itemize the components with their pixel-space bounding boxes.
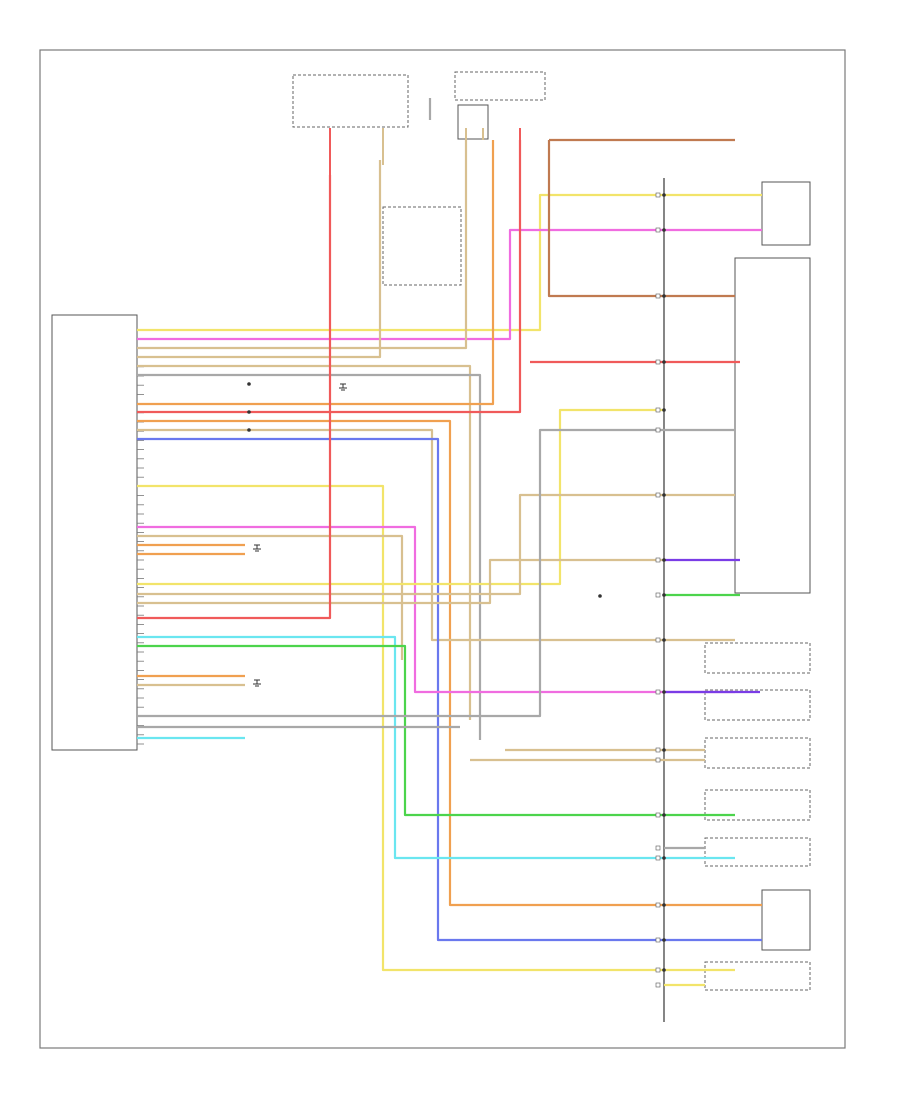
connector-pin-4: [655, 407, 661, 413]
shift-solenoid-c: [704, 737, 811, 769]
splice-10: [662, 593, 666, 597]
wire-1: [137, 228, 762, 341]
wire-4: [137, 364, 472, 720]
connector-pin-14: [655, 845, 661, 851]
ground-symbol-0: [339, 383, 347, 391]
wire-6: [137, 140, 495, 406]
connector-pin-5: [655, 427, 661, 433]
wire-7: [137, 140, 522, 414]
wires: [137, 98, 762, 987]
connector-pin-18: [655, 967, 661, 973]
connector-pin-9: [655, 637, 661, 643]
connector-pin-12: [655, 757, 661, 763]
wire-10: [137, 437, 762, 942]
splice-11: [662, 638, 666, 642]
fuse-block-left: [292, 74, 409, 128]
wire-19: [137, 175, 332, 620]
wire-3: [137, 160, 382, 359]
wire-5: [137, 373, 482, 740]
splice-16: [662, 903, 666, 907]
splice-15: [662, 856, 666, 860]
splice-6: [662, 360, 666, 364]
wire-28: [547, 140, 735, 298]
splice-1: [247, 410, 251, 414]
connector-pin-19: [655, 982, 661, 988]
connector-pin-3: [655, 359, 661, 365]
wire-21: [137, 644, 735, 817]
splice-8: [662, 493, 666, 497]
splices: [247, 193, 666, 972]
splice-7: [662, 408, 666, 412]
wire-8: [137, 419, 762, 907]
splice-4: [662, 228, 666, 232]
splice-13: [662, 748, 666, 752]
pressure-control-solenoid: [761, 889, 811, 951]
splice-9: [662, 558, 666, 562]
connector-pin-6: [655, 492, 661, 498]
splice-17: [662, 938, 666, 942]
ground-symbol-1: [253, 544, 261, 552]
tcm-module: [51, 314, 138, 751]
connector-pin-1: [655, 227, 661, 233]
fluid-temp-sensor: [704, 961, 811, 991]
wire-12: [137, 525, 735, 694]
splice-14: [662, 813, 666, 817]
fuse-block-right: [454, 71, 546, 101]
internal-mode-switch: [734, 257, 811, 594]
splice-3: [662, 193, 666, 197]
shift-solenoid-a: [704, 642, 811, 674]
wire-18: [137, 558, 664, 605]
wire-20: [137, 635, 735, 860]
grounds: [253, 383, 347, 687]
connector-pin-15: [655, 855, 661, 861]
wire-2: [137, 140, 468, 350]
connector-pin-0: [655, 192, 661, 198]
connector-pin-11: [655, 747, 661, 753]
diagram-frame: [39, 49, 846, 1049]
splice-2: [247, 428, 251, 432]
connector-pin-10: [655, 689, 661, 695]
connector-pin-16: [655, 902, 661, 908]
label-block-left: [382, 206, 462, 286]
wire-24: [137, 428, 735, 718]
connector-pin-2: [655, 293, 661, 299]
wire-17: [137, 493, 735, 596]
splice-19: [598, 594, 602, 598]
ground-symbol-2: [253, 679, 261, 687]
splice-5: [662, 294, 666, 298]
connector-pin-7: [655, 557, 661, 563]
connector-pin-8: [655, 592, 661, 598]
splice-12: [662, 690, 666, 694]
connector-labels: [655, 192, 661, 988]
shift-solenoid-b: [704, 689, 811, 721]
wire-11: [137, 484, 735, 972]
wire-0: [137, 193, 762, 332]
wire-16: [137, 408, 664, 586]
connector-pin-13: [655, 812, 661, 818]
tcc-solenoid: [704, 789, 811, 821]
connector-pin-17: [655, 937, 661, 943]
wire-13: [137, 534, 404, 660]
wire-9: [137, 428, 735, 642]
splice-0: [247, 382, 251, 386]
splice-18: [662, 968, 666, 972]
transmission-range-switch: [761, 181, 811, 246]
shift-solenoid-d: [704, 837, 811, 867]
